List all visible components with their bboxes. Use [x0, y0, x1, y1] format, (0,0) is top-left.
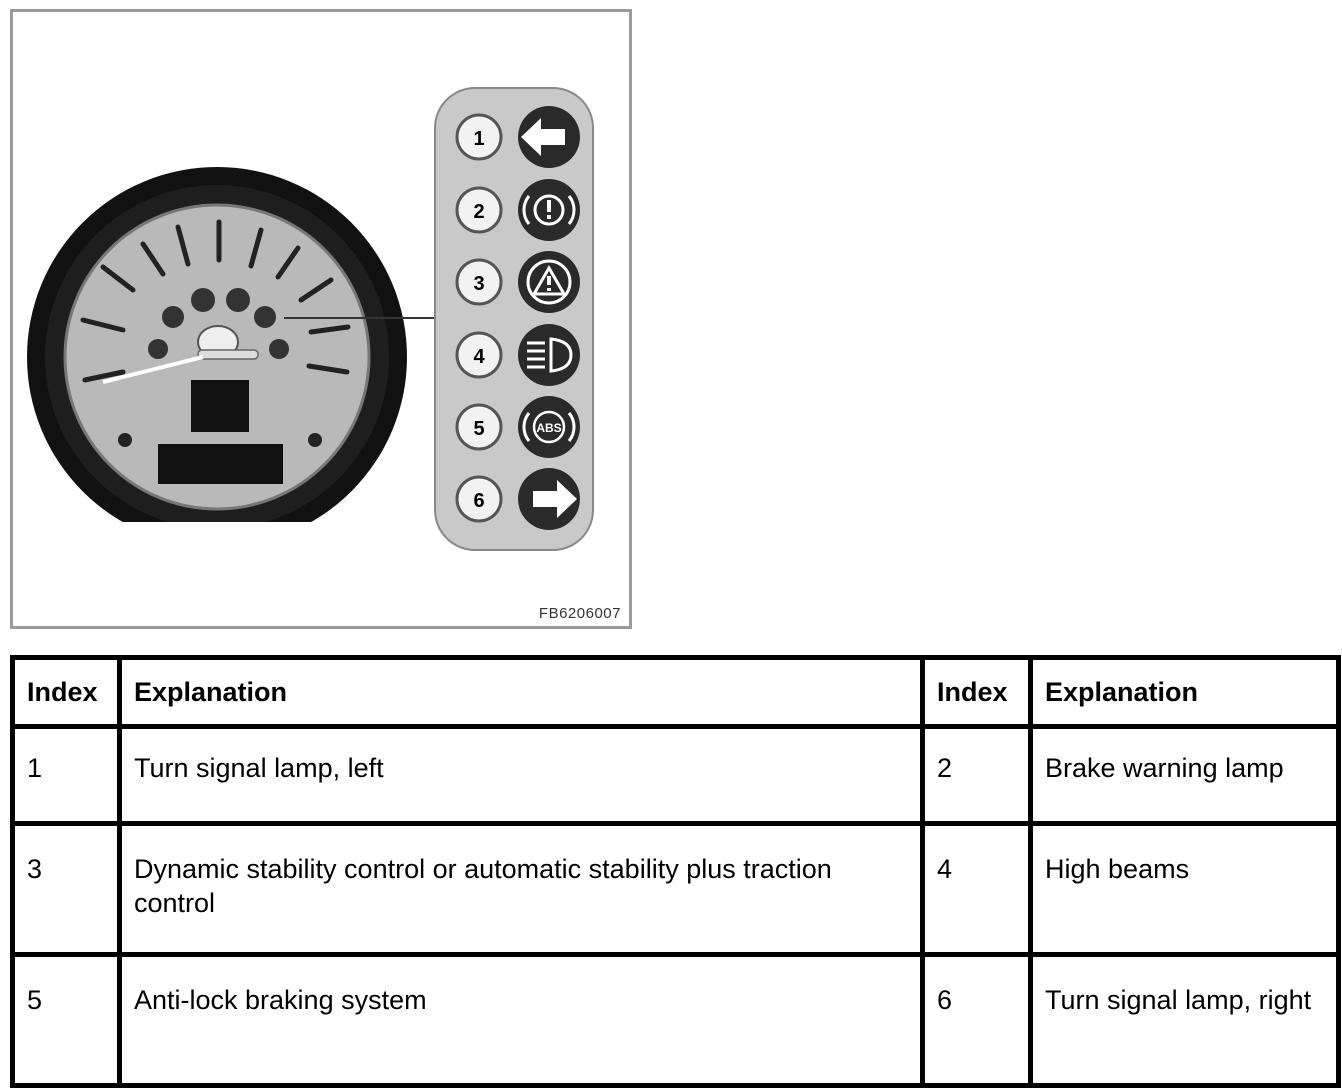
indicator-1: 1	[455, 106, 580, 168]
table-row: 5 Anti-lock braking system 6 Turn signal…	[10, 952, 1341, 1088]
svg-text:6: 6	[473, 490, 484, 512]
table-row: 3 Dynamic stability control or automatic…	[10, 821, 1341, 957]
svg-text:1: 1	[473, 128, 484, 150]
cell-explanation: Turn signal lamp, left	[117, 724, 925, 826]
instrument-illustration: 1 2 3	[13, 87, 594, 626]
header-explanation: Explanation	[1028, 655, 1341, 729]
indicator-5: 5 ABS	[455, 396, 580, 458]
svg-text:ABS: ABS	[536, 421, 561, 435]
indicator-6: 6	[455, 468, 580, 530]
instrument-figure: 1 2 3	[10, 9, 632, 629]
header-index: Index	[920, 655, 1033, 729]
header-index: Index	[10, 655, 122, 729]
cell-index: 1	[10, 724, 122, 826]
table-header-row: Index Explanation Index Explanation	[10, 655, 1341, 729]
cell-index: 6	[920, 952, 1033, 1088]
svg-text:2: 2	[473, 201, 484, 223]
indicator-2: 2	[455, 179, 580, 241]
table-row: 1 Turn signal lamp, left 2 Brake warning…	[10, 724, 1341, 826]
figure-id: FB6206007	[538, 605, 621, 622]
high-beam-icon	[518, 324, 580, 386]
indicator-3: 3	[455, 251, 580, 313]
svg-text:3: 3	[473, 273, 484, 295]
cell-explanation: Anti-lock braking system	[117, 952, 925, 1088]
cell-explanation: Brake warning lamp	[1028, 724, 1341, 826]
legend-table: Index Explanation Index Explanation 1 Tu…	[10, 655, 1341, 1088]
svg-text:5: 5	[473, 418, 484, 440]
cell-explanation: Dynamic stability control or automatic s…	[117, 821, 925, 957]
svg-text:4: 4	[473, 346, 485, 368]
cell-explanation: High beams	[1028, 821, 1341, 957]
cell-index: 4	[920, 821, 1033, 957]
cell-index: 5	[10, 952, 122, 1088]
speedometer	[13, 167, 435, 626]
indicator-panel: 1 2 3	[434, 87, 594, 551]
header-explanation: Explanation	[117, 655, 925, 729]
indicator-4: 4	[455, 324, 580, 386]
abs-icon	[518, 396, 580, 458]
cell-index: 2	[920, 724, 1033, 826]
cell-explanation: Turn signal lamp, right	[1028, 952, 1341, 1088]
cell-index: 3	[10, 821, 122, 957]
